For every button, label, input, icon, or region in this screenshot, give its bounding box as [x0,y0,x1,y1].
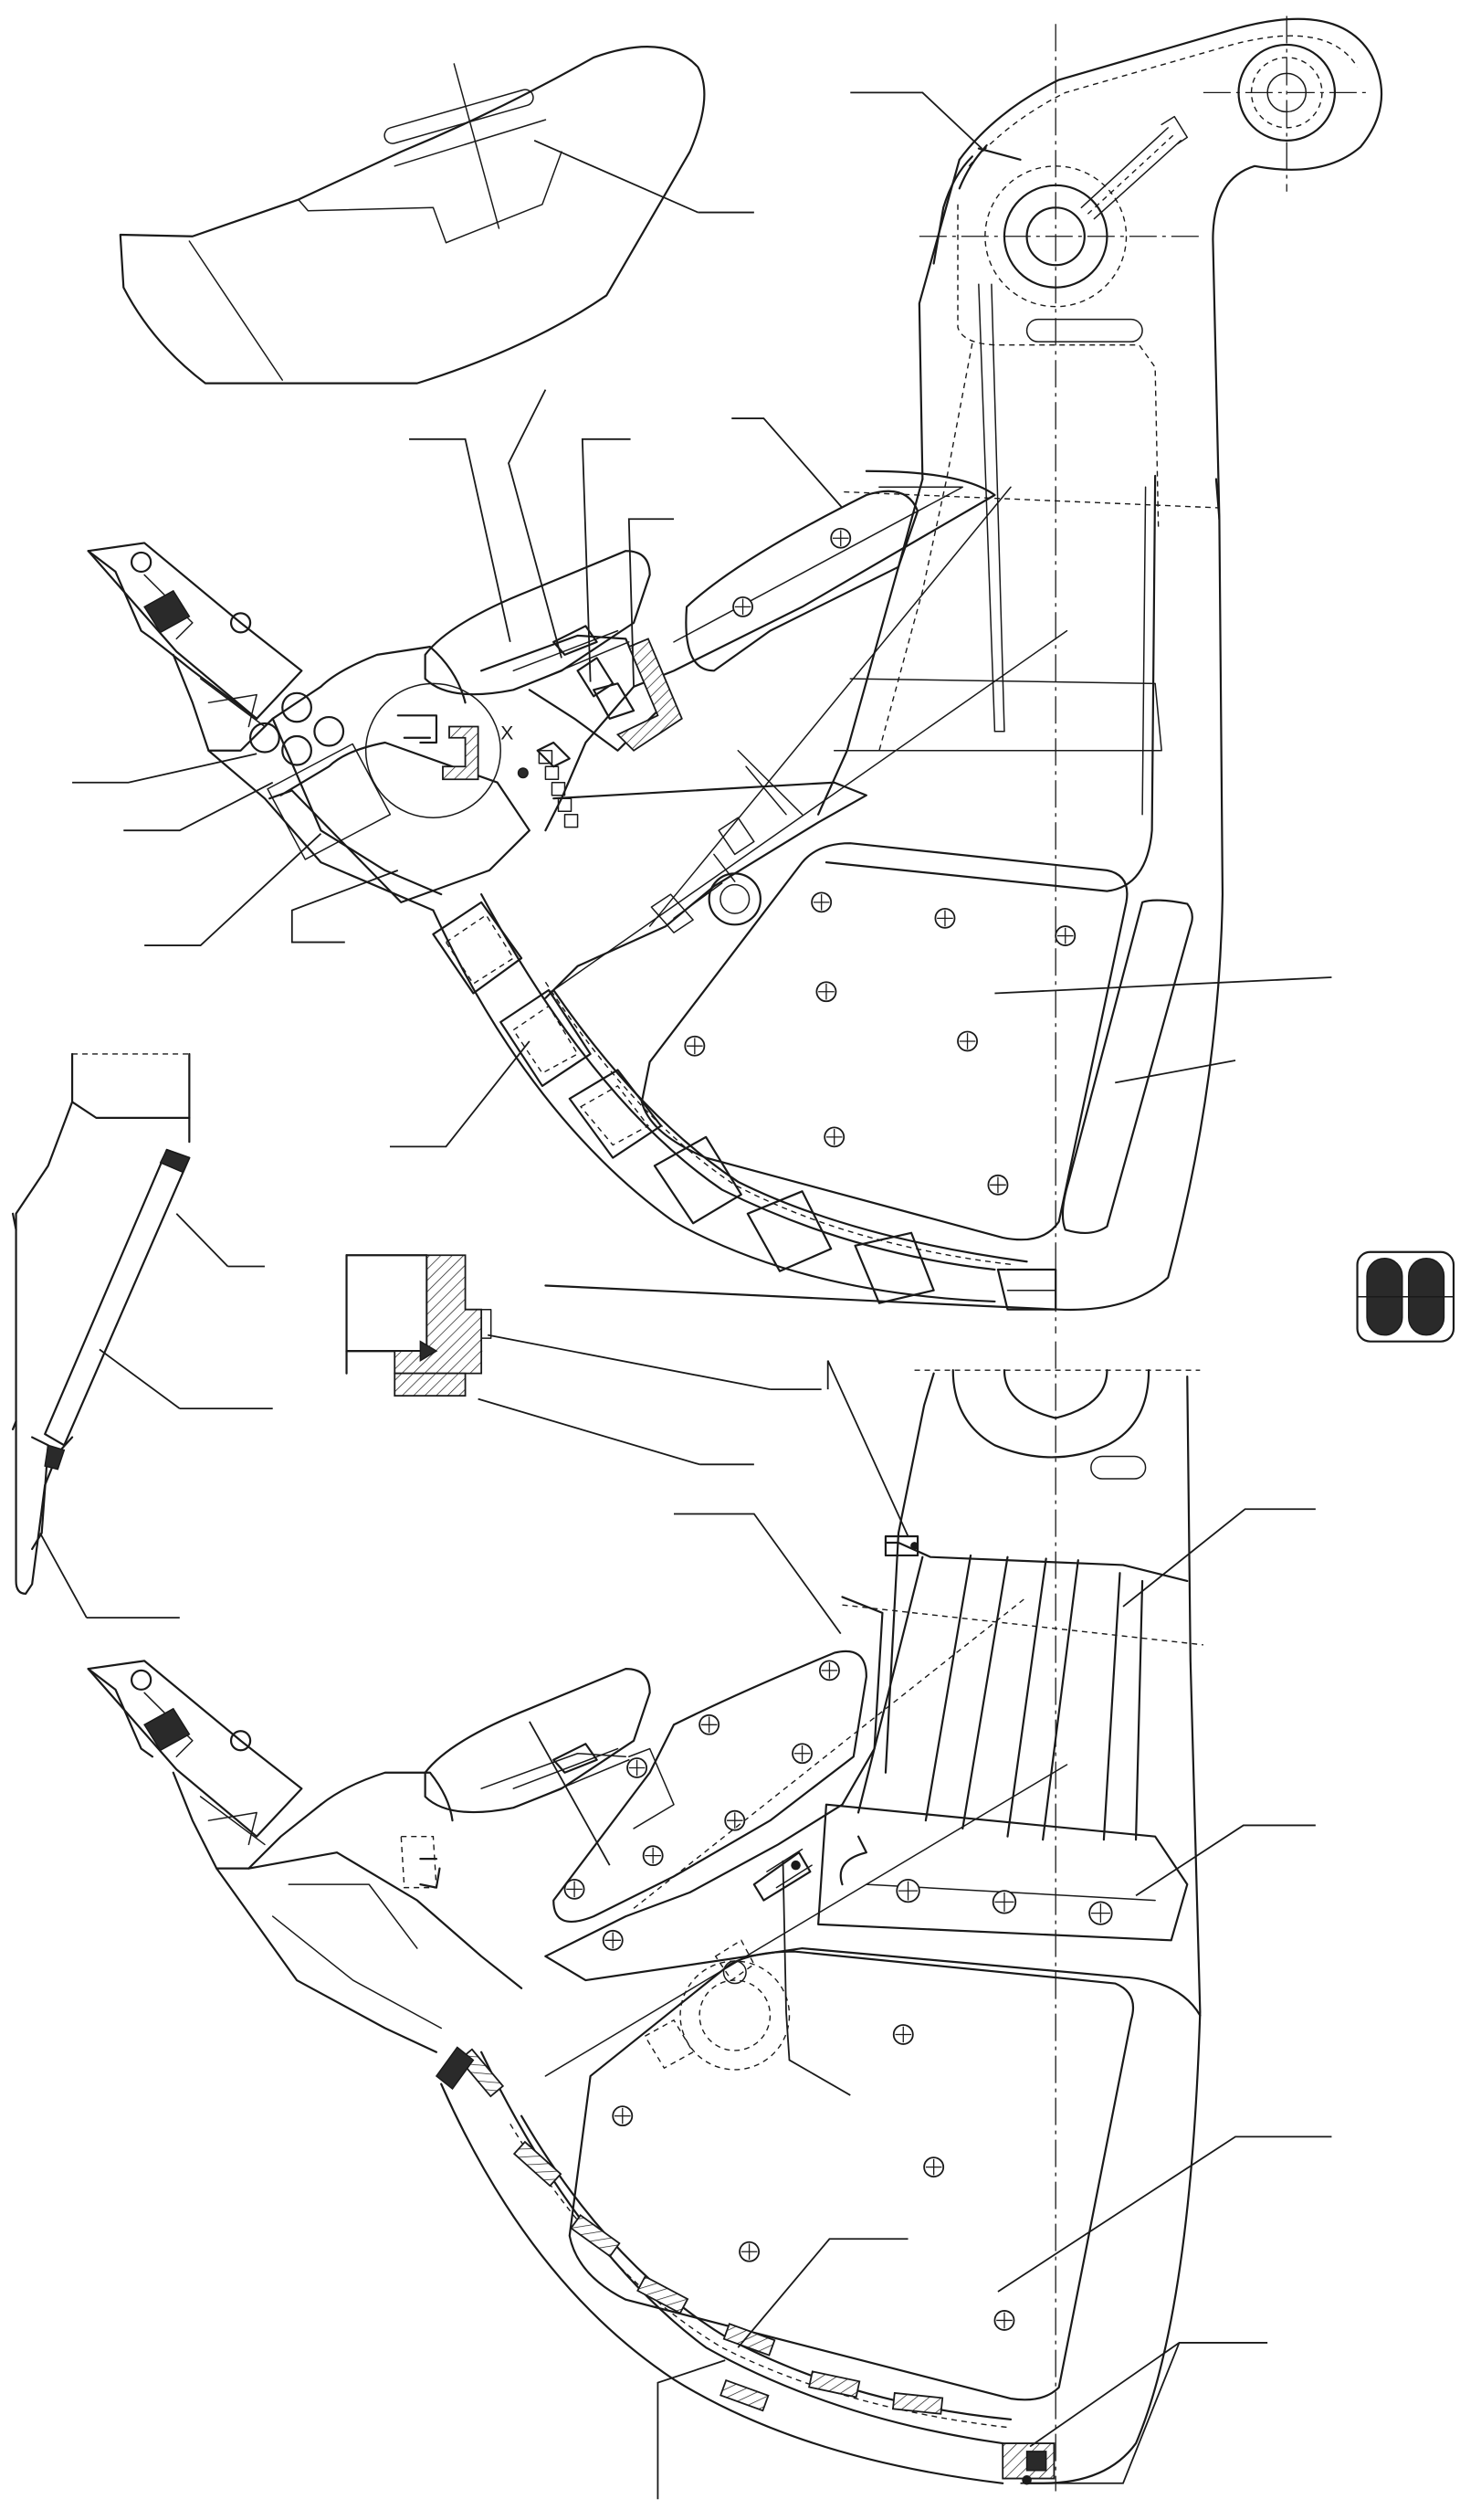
weld-section-detail-view [347,1255,822,1464]
wear-blocks-upper [433,902,1056,1310]
svg-text:X: X [500,723,513,744]
wear-inserts-lower [459,2050,942,2414]
leader-lines [72,92,1331,2499]
side-section-liner-view [13,1054,273,1618]
shim-stack [539,751,577,828]
wear-button-symbol [1358,1252,1454,1342]
upper-ripper-assembly-view: X [89,16,1381,1333]
flat-plate-outline-view [121,47,754,383]
lower-ripper-assembly-view [89,1342,1203,2492]
